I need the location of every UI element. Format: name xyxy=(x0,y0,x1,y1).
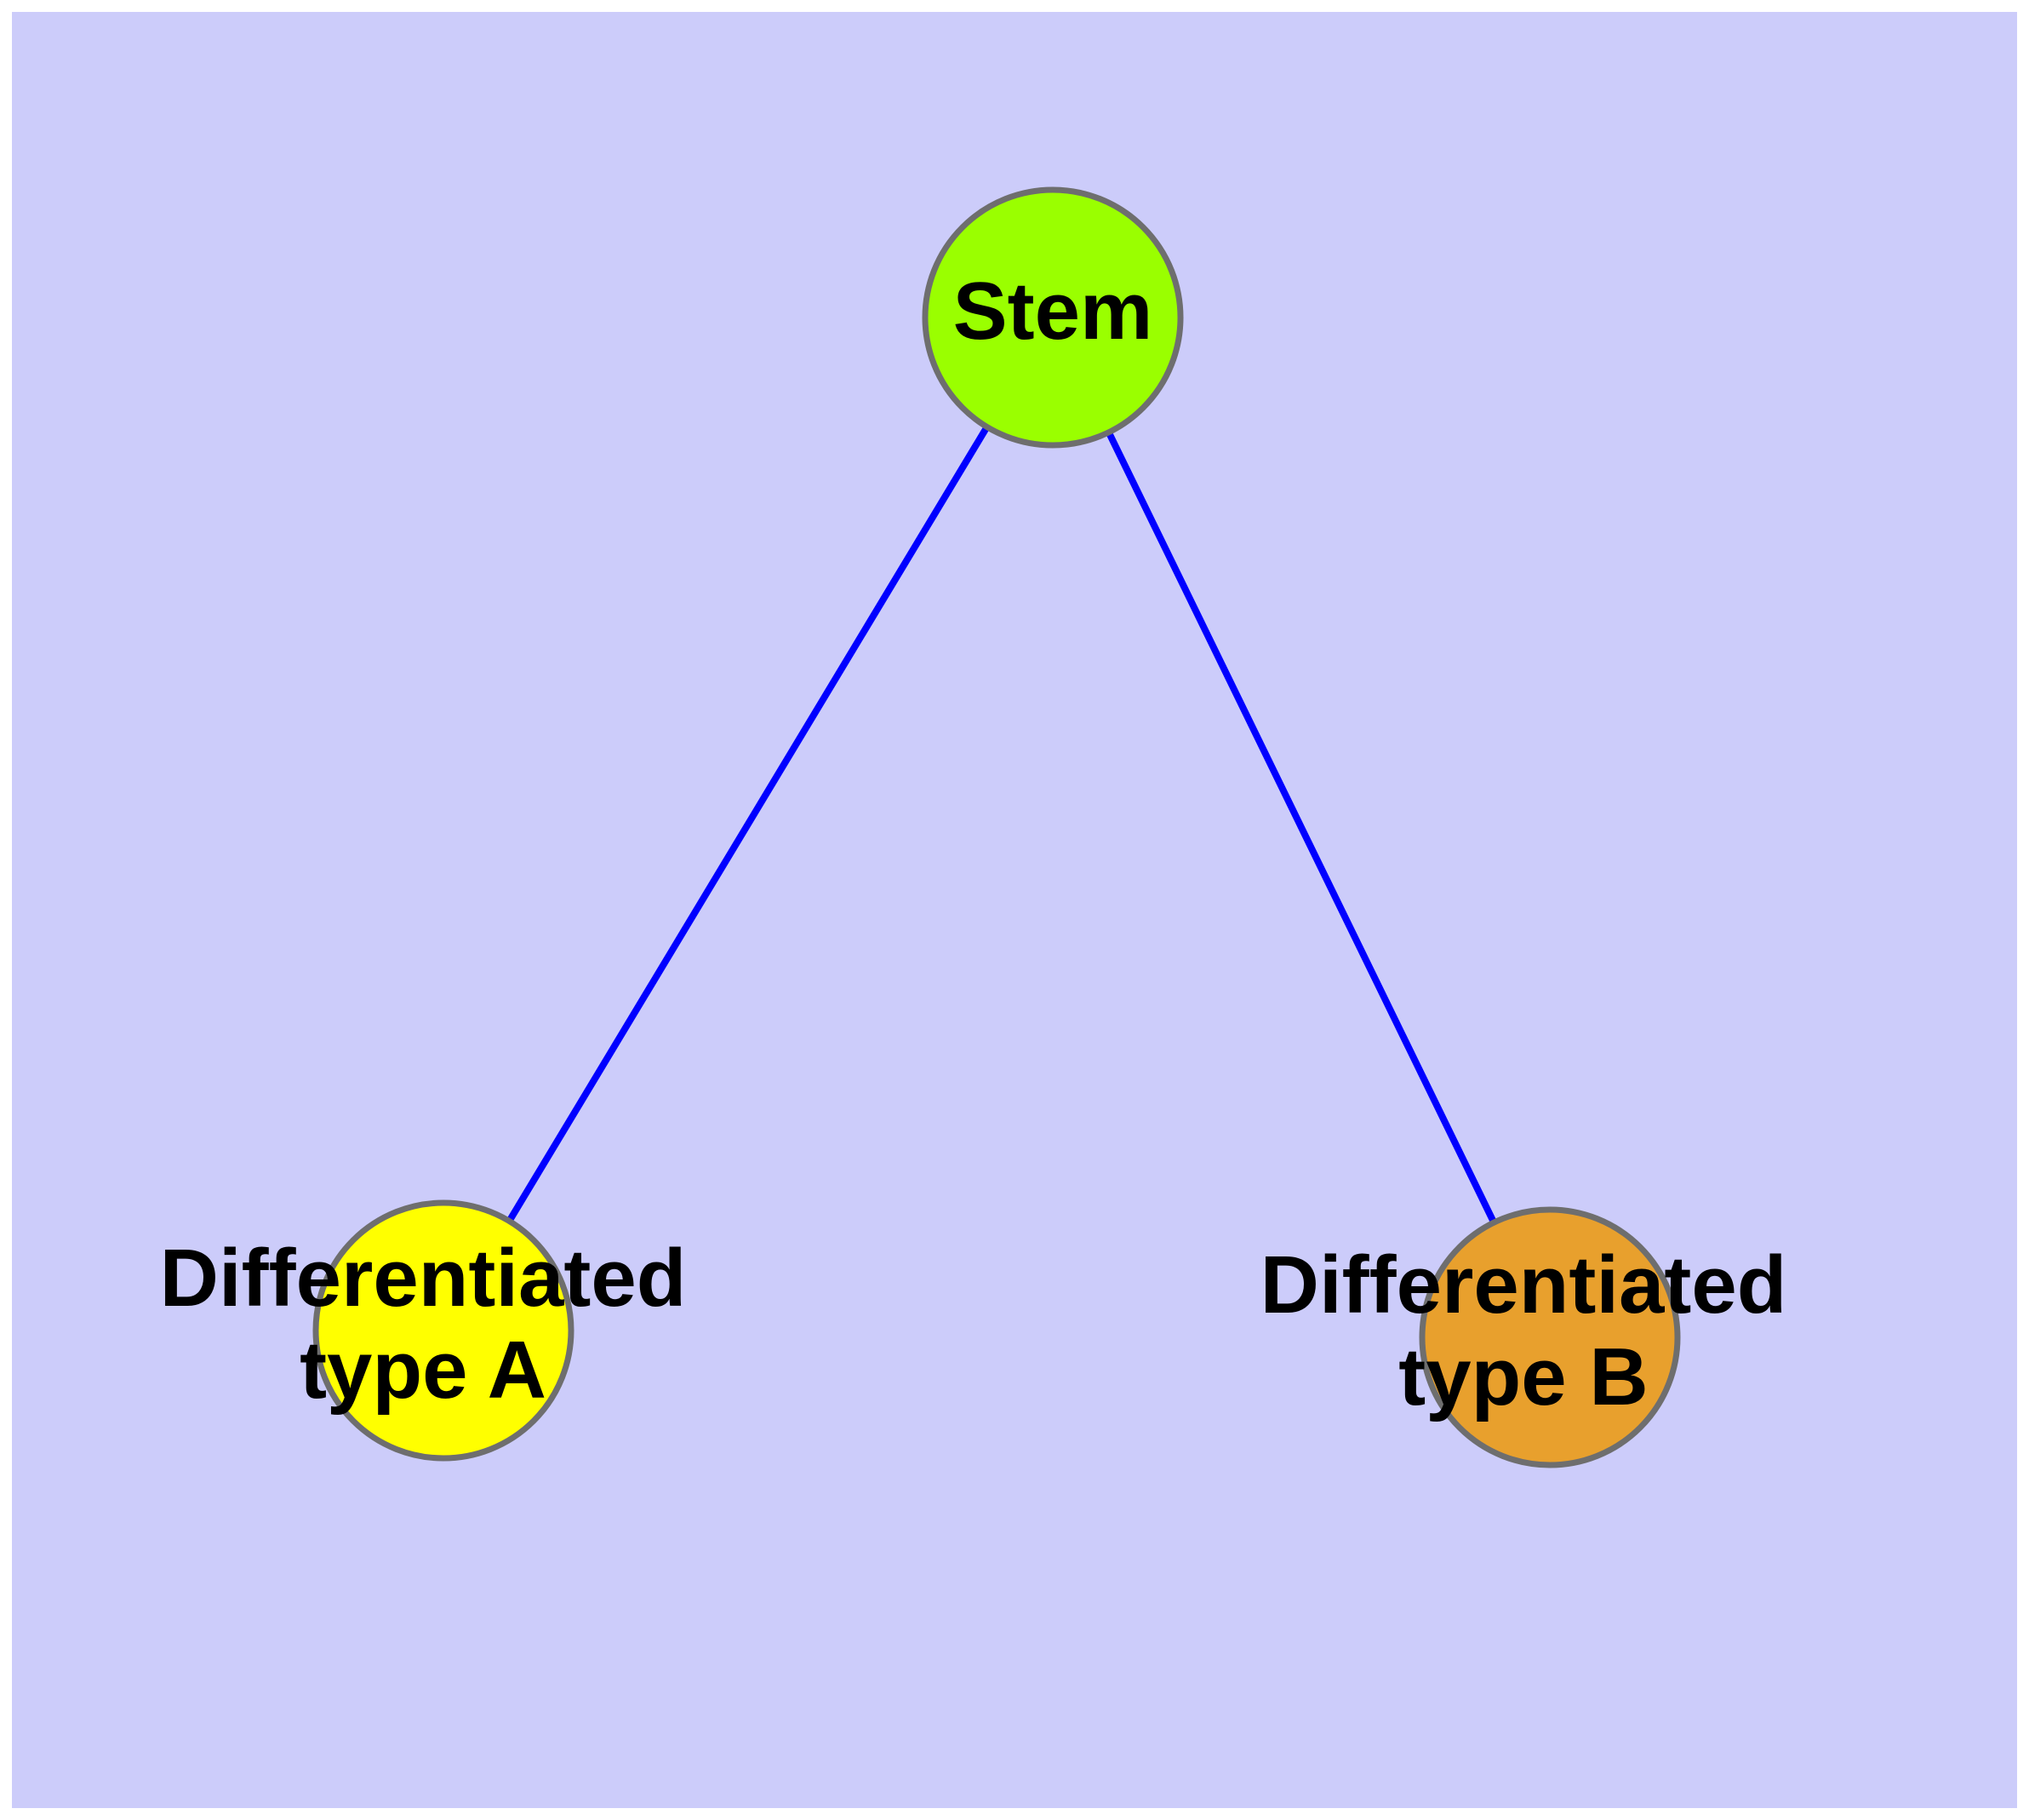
edges-layer xyxy=(505,423,1498,1226)
node-label-line: Differentiated xyxy=(1260,1240,1787,1331)
graph-node-stem[interactable]: Stem xyxy=(922,186,1184,449)
node-label-stem: Stem xyxy=(953,266,1153,357)
node-circle-diff_a[interactable] xyxy=(312,1199,574,1462)
node-label-line: type B xyxy=(1398,1331,1648,1422)
node-label-line: Differentiated xyxy=(160,1233,687,1325)
graph-edge xyxy=(505,423,992,1225)
node-label-line: Stem xyxy=(953,266,1153,357)
node-label-line: type A xyxy=(300,1325,546,1416)
graph-edge xyxy=(1105,429,1498,1226)
node-circle-stem[interactable] xyxy=(922,186,1184,449)
node-circle-diff_b[interactable] xyxy=(1419,1206,1681,1468)
